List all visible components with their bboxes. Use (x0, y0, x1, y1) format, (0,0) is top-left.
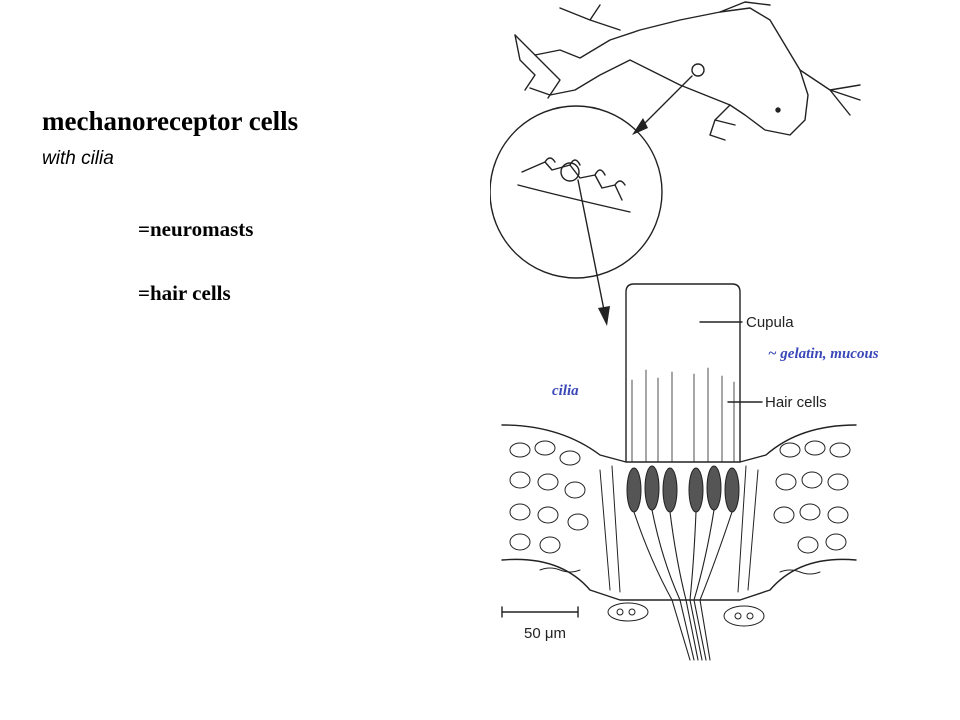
hair-cells-label: Hair cells (765, 394, 827, 411)
cilia-annotation: cilia (552, 383, 579, 399)
gelatin-annotation: ~ gelatin, mucous (768, 346, 879, 362)
term-neuromasts: =neuromasts (138, 217, 254, 241)
cupula-label: Cupula (746, 314, 794, 331)
frog-illustration (514, 1, 861, 141)
nerve-fibers (633, 509, 733, 661)
term-hair-cells: =hair cells (138, 281, 231, 305)
magnified-lateral-line (490, 105, 663, 279)
neuromast-diagram (490, 1, 861, 661)
blood-vessels (539, 567, 821, 627)
arrow-circle-to-section (577, 179, 605, 311)
arrow-frog-to-circle (639, 75, 693, 129)
slide-subtitle: with cilia (42, 148, 114, 169)
hair-cells (626, 465, 740, 513)
scale-label: 50 μm (524, 625, 566, 642)
epithelium-section (501, 424, 857, 601)
cupula-structure (625, 283, 741, 463)
slide-title: mechanoreceptor cells (42, 106, 299, 136)
scale-bar (501, 606, 579, 618)
